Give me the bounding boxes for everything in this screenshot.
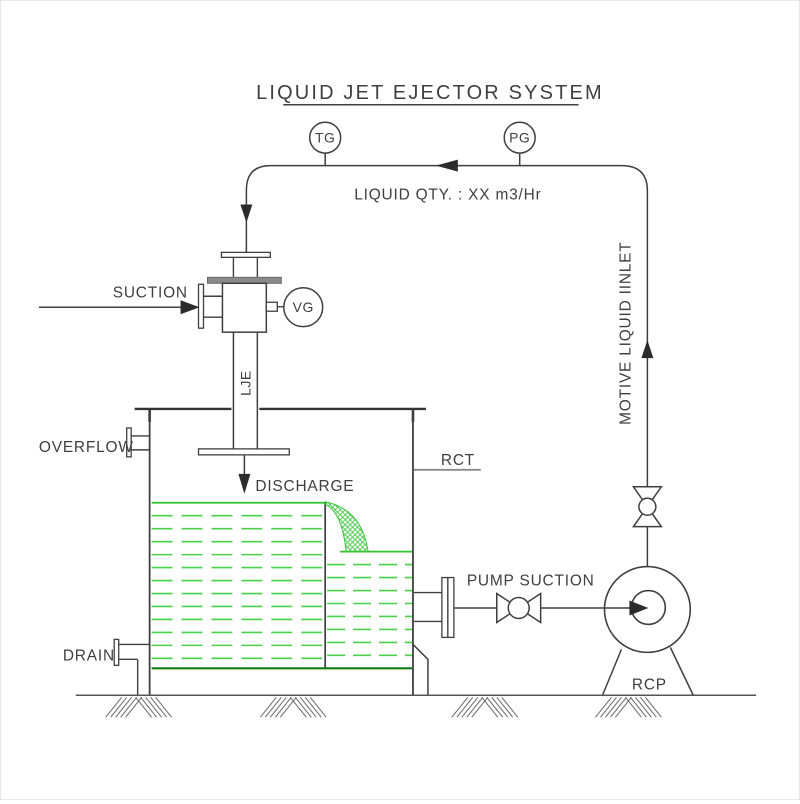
valve-ball-icon <box>638 497 657 516</box>
gauge-circle-icon <box>503 121 536 154</box>
liquid-qty-annotation: LIQUID QTY. : XX m3/Hr <box>354 187 541 204</box>
overflow-nozzle <box>126 427 150 458</box>
drain-annotation: DRAIN <box>63 647 115 664</box>
pump-suction-annotation: PUMP SUCTION <box>467 573 595 590</box>
liquid-lines-left <box>151 514 324 660</box>
ground-hatch <box>595 696 662 718</box>
ground-hatch <box>451 696 519 718</box>
valve-ball-icon <box>507 596 530 620</box>
weir-waterfall <box>323 501 369 553</box>
discharge-annotation: DISCHARGE <box>255 478 354 495</box>
motive-inlet-annotation: MOTIVE LIQUID IINLET <box>617 241 634 424</box>
drain-nozzle <box>113 638 150 696</box>
pump-inlet-arrow-icon <box>629 600 649 616</box>
tank-liquid <box>151 501 412 670</box>
tg-tag: TG <box>315 130 335 146</box>
ground-hatch <box>259 696 327 718</box>
tank <box>134 407 429 696</box>
temperature-gauge: TG <box>308 121 342 166</box>
flow-arrow-up-icon <box>641 340 654 359</box>
top-right-pipe-bend <box>621 164 649 487</box>
top-left-pipe-bend <box>245 164 271 253</box>
suction-flange-pair <box>441 576 449 639</box>
rct-tag: RCT <box>441 452 475 469</box>
flow-arrow-down-icon <box>240 204 253 223</box>
vg-nozzle <box>265 301 278 312</box>
suction-valve <box>496 592 542 624</box>
motive-valve <box>631 486 663 528</box>
ejector-gray-flange <box>206 276 282 284</box>
motive-piping <box>245 164 649 567</box>
tank-right-leg <box>412 643 429 696</box>
lje-tag: LJE <box>237 370 253 396</box>
suction-flange <box>197 283 205 329</box>
ejector-top-flange <box>220 251 271 259</box>
suction-annotation: SUCTION <box>113 284 188 301</box>
vg-tag: VG <box>293 299 314 315</box>
suction-arrow-icon <box>180 300 200 315</box>
ejector-assembly: VG LJE <box>197 251 324 494</box>
discharge-arrow-icon <box>238 473 251 494</box>
rcp-tag: RCP <box>632 676 667 693</box>
pg-tag: PG <box>509 130 530 146</box>
gauge-circle-icon <box>308 121 342 154</box>
pump: RCP <box>601 565 694 696</box>
diagram-title: LIQUID JET EJECTOR SYSTEM <box>256 82 604 104</box>
ground-hatch <box>105 696 173 718</box>
liquid-lines-right <box>327 563 412 657</box>
pump-suction-line <box>413 576 631 639</box>
flow-arrow-left-icon <box>435 159 458 172</box>
pressure-gauge: PG <box>503 121 536 166</box>
discharge-flange <box>197 448 290 456</box>
ejector-body <box>221 282 268 333</box>
gauge-circle-icon <box>283 287 324 328</box>
pump-base <box>601 647 694 696</box>
overflow-annotation: OVERFLOW <box>39 439 134 456</box>
